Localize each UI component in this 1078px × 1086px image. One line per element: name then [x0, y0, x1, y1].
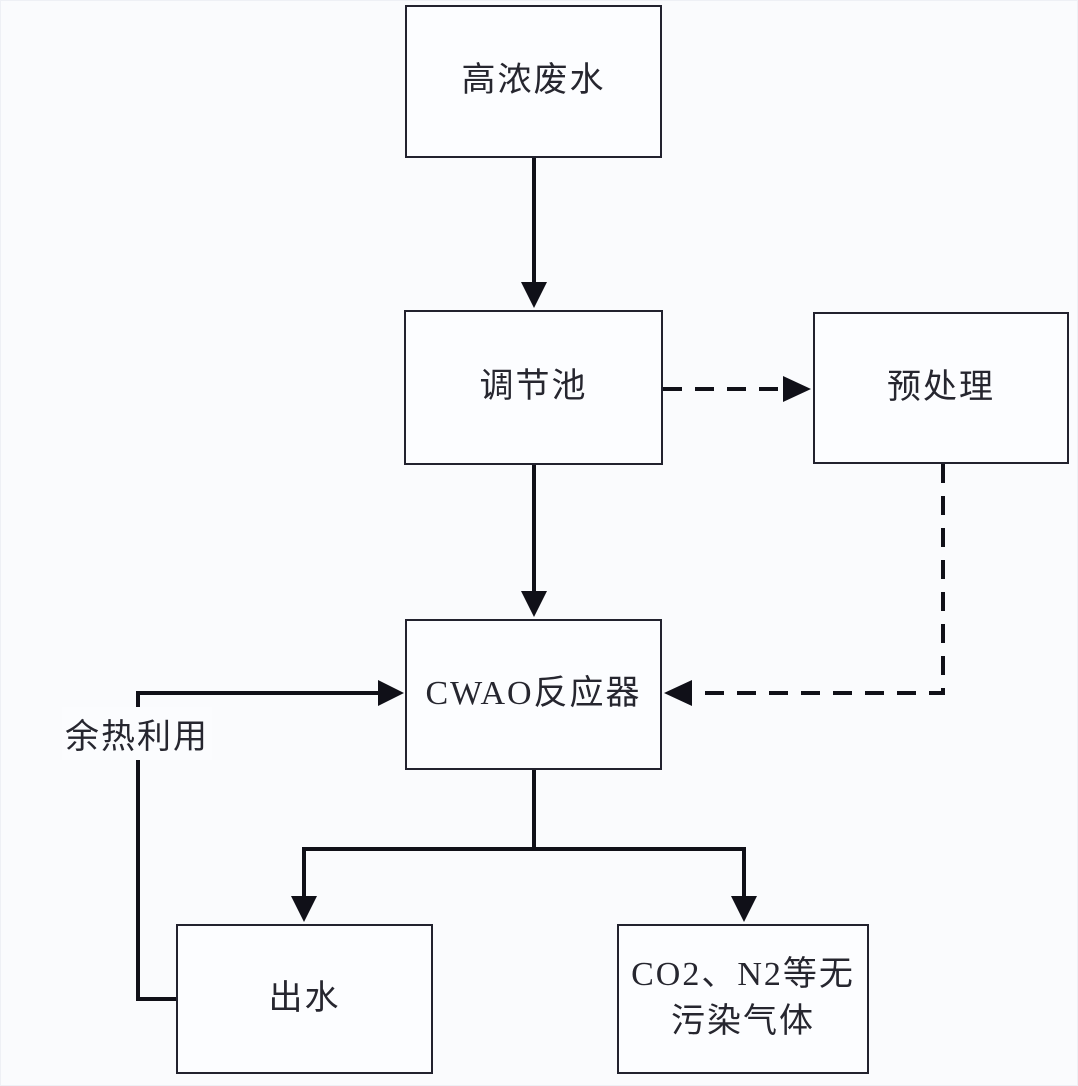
edge-effluent-to-reactor-waste-heat: [136, 680, 404, 1001]
edge-tank-to-reactor: [521, 465, 547, 617]
edge-reactor-branch: [291, 770, 757, 922]
edge-wastewater-to-tank: [521, 158, 547, 308]
node-label-cwao-reactor: CWAO反应器: [425, 675, 642, 713]
node-label-effluent: 出水: [268, 979, 341, 1017]
node-cwao-reactor: CWAO反应器: [405, 619, 662, 770]
node-label-clean-gas: CO2、N2等无污染气体: [631, 956, 855, 1040]
node-effluent: 出水: [176, 924, 433, 1074]
edge-label-waste-heat-utilization: 余热利用: [62, 707, 212, 760]
edge-tank-to-pretreatment: [663, 376, 811, 402]
edge-pretreatment-to-reactor: [664, 464, 945, 706]
node-pretreatment: 预处理: [813, 312, 1069, 464]
node-high-concentration-wastewater: 高浓废水: [405, 5, 662, 158]
node-regulating-tank: 调节池: [404, 310, 663, 465]
node-clean-gas: CO2、N2等无污染气体: [617, 924, 869, 1074]
node-label-high-concentration-wastewater: 高浓废水: [461, 62, 606, 100]
node-label-pretreatment: 预处理: [887, 368, 995, 406]
node-label-regulating-tank: 调节池: [479, 368, 588, 406]
